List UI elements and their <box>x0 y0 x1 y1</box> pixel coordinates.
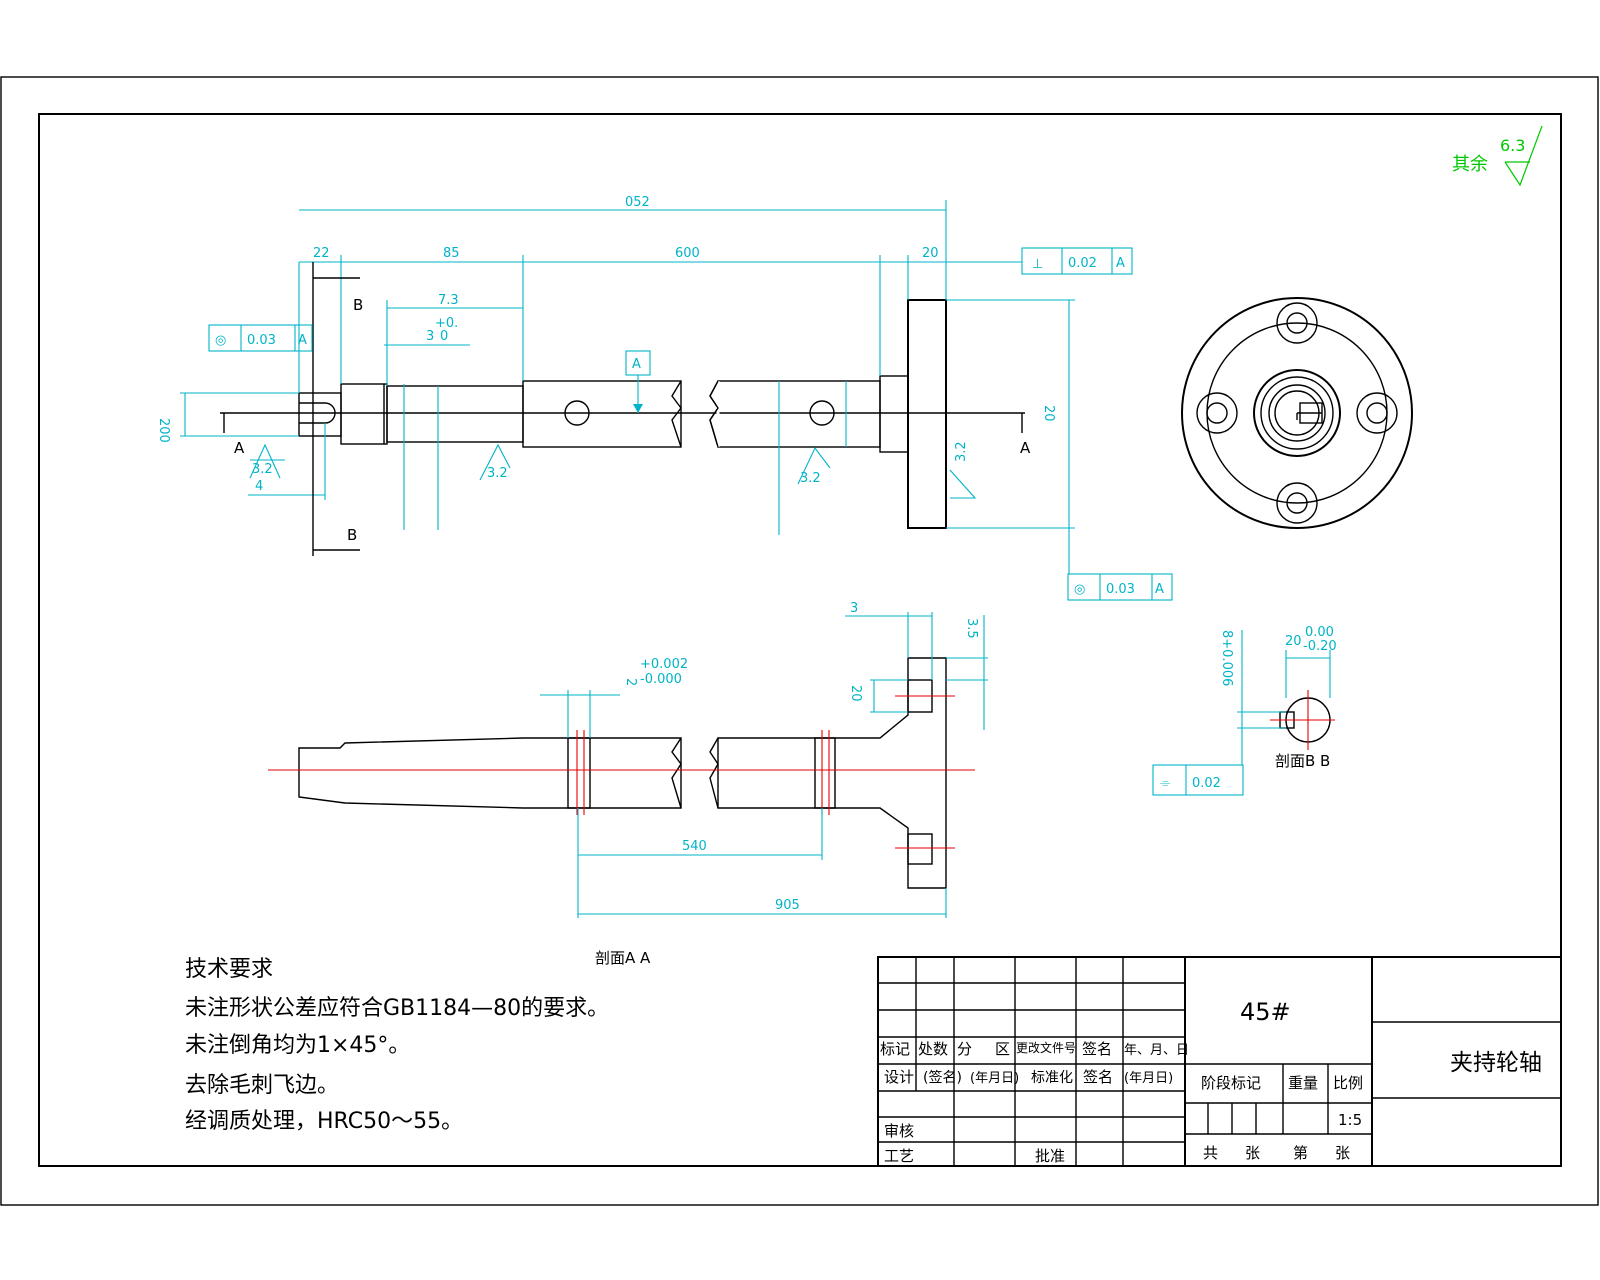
tb-design-0: 设计 <box>884 1068 914 1086</box>
dim-seg4: 20 <box>922 246 939 261</box>
aa-groove-lower: -0.000 <box>640 672 682 687</box>
dim-seg1: 22 <box>313 246 330 261</box>
dim-seg3: 600 <box>675 246 700 261</box>
gdt-concentric-left-datum: A <box>298 333 307 348</box>
dim-right-dia: 20 <box>1041 405 1056 422</box>
roughness-note-label: 其余 <box>1452 154 1488 175</box>
aa-groove-upper: +0.002 <box>640 657 688 672</box>
end-view <box>1181 297 1413 529</box>
tb-header-3: 区 <box>995 1040 1010 1058</box>
bb-dim-w-upper: 0.00 <box>1305 625 1334 640</box>
aa-groove-tol: 2 <box>623 678 638 686</box>
notes-line-3: 去除毛刺飞边。 <box>185 1073 339 1098</box>
gdt-concentric-right-value: 0.03 <box>1106 582 1135 597</box>
dim-key-w: 4 <box>255 479 263 494</box>
section-mark-b-top: B <box>353 296 363 314</box>
aa-dim-35: 3.5 <box>964 618 979 639</box>
tb-design-1: (签名) <box>923 1069 962 1086</box>
tb-review: 审核 <box>884 1122 914 1140</box>
section-bb-label: 剖面B B <box>1275 752 1330 770</box>
dim-groove-upper: +0. <box>435 316 458 331</box>
roughness-2: 3.2 <box>487 466 508 481</box>
roughness-3: 3.2 <box>800 471 821 486</box>
gdt-perpendicular-top-datum: A <box>1116 256 1125 271</box>
dim-len73: 7.3 <box>438 293 459 308</box>
tb-scale-value: 1:5 <box>1338 1111 1362 1129</box>
section-bb: 20 0.00 -0.20 8+0.006 ⌯ 0.02 剖面B B <box>1152 625 1337 796</box>
tb-scale-label: 比例 <box>1333 1074 1363 1092</box>
tb-design-5: (年月日) <box>1124 1071 1173 1086</box>
datum-a-label: A <box>632 357 641 372</box>
tb-total: 共 <box>1203 1144 1218 1162</box>
section-aa: 2 +0.002 -0.000 540 905 3 3.5 20 剖面A A <box>268 601 988 967</box>
dim-groove: 3 <box>426 329 434 344</box>
aa-dim-20: 20 <box>848 685 863 702</box>
bb-dim-h: 8+0.006 <box>1219 630 1234 686</box>
notes-line-1: 未注形状公差应符合GB1184—80的要求。 <box>185 996 609 1021</box>
main-view: A 052 22 85 600 20 7.3 3 +0. 0 200 4 <box>156 195 1173 601</box>
outer-frame <box>0 76 1599 1206</box>
tb-header-6: 年、月、日 <box>1124 1043 1189 1058</box>
roughness-1: 3.2 <box>252 462 273 477</box>
section-aa-label: 剖面A A <box>595 949 651 967</box>
dim-left-dia: 200 <box>156 418 171 443</box>
inner-frame <box>38 113 1562 1167</box>
roughness-note: 其余 6.3 <box>1452 125 1543 187</box>
tb-header-2: 分 <box>957 1040 972 1058</box>
aa-dim-905: 905 <box>775 898 800 913</box>
notes-line-4: 经调质处理，HRC50～55。 <box>185 1109 463 1134</box>
tb-sheets: 张 <box>1245 1144 1260 1162</box>
tb-design-2: (年月日) <box>970 1071 1019 1086</box>
gdt-concentric-right-datum: A <box>1155 582 1164 597</box>
tb-part-name: 夹持轮轴 <box>1450 1050 1542 1076</box>
tb-weight-label: 重量 <box>1288 1074 1318 1092</box>
tb-index: 第 <box>1293 1144 1308 1162</box>
tb-process: 工艺 <box>884 1147 914 1165</box>
technical-notes: 技术要求 未注形状公差应符合GB1184—80的要求。 未注倒角均为1×45°。… <box>185 957 609 1134</box>
dim-groove-lower: 0 <box>440 329 448 344</box>
gdt-concentric-right: ◎ 0.03 A <box>1067 528 1173 601</box>
aa-dim-540: 540 <box>682 839 707 854</box>
section-mark-a-right: A <box>1020 439 1031 457</box>
gdt-perpendicular-top-value: 0.02 <box>1068 256 1097 271</box>
bb-dim-w-lower: -0.20 <box>1303 639 1337 654</box>
tb-header-4: 更改文件号 <box>1016 1040 1076 1055</box>
dim-seg2: 85 <box>443 246 460 261</box>
tb-header-5: 签名 <box>1082 1040 1112 1058</box>
roughness-4: 3.2 <box>954 441 969 462</box>
gdt-perpendicular-top-symbol: ⊥ <box>1032 257 1043 272</box>
tb-approve: 批准 <box>1035 1147 1065 1165</box>
gdt-concentric-right-symbol: ◎ <box>1074 582 1085 597</box>
tb-header-1: 处数 <box>918 1040 948 1058</box>
gdt-perpendicular-top: ⊥ 0.02 A <box>946 247 1133 275</box>
bb-dim-w: 20 <box>1285 634 1302 649</box>
tb-material: 45# <box>1240 998 1291 1026</box>
gdt-symmetry-symbol: ⌯ <box>1160 776 1171 791</box>
aa-dim-3: 3 <box>850 601 858 616</box>
tb-stage-label: 阶段标记 <box>1201 1074 1261 1092</box>
notes-line-2: 未注倒角均为1×45°。 <box>185 1033 410 1058</box>
section-mark-b-bottom: B <box>347 526 357 544</box>
tb-design-3: 标准化 <box>1031 1070 1073 1086</box>
section-mark-a-left: A <box>234 439 245 457</box>
gdt-symmetry-value: 0.02 <box>1192 776 1221 791</box>
tb-sheets2: 张 <box>1335 1144 1350 1162</box>
dim-overall: 052 <box>625 195 650 210</box>
gdt-concentric-left-value: 0.03 <box>247 333 276 348</box>
notes-title: 技术要求 <box>185 957 273 982</box>
tb-design-4: 签名 <box>1083 1068 1113 1086</box>
gdt-concentric-left-symbol: ◎ <box>215 333 226 348</box>
gdt-concentric-left: ◎ 0.03 A <box>208 324 313 352</box>
roughness-note-value: 6.3 <box>1500 136 1525 155</box>
title-block: 45# 夹持轮轴 标记 处数 分 区 更改文件号 签名 年、月、日 设计 (签名… <box>877 956 1562 1167</box>
tb-header-0: 标记 <box>880 1040 910 1058</box>
